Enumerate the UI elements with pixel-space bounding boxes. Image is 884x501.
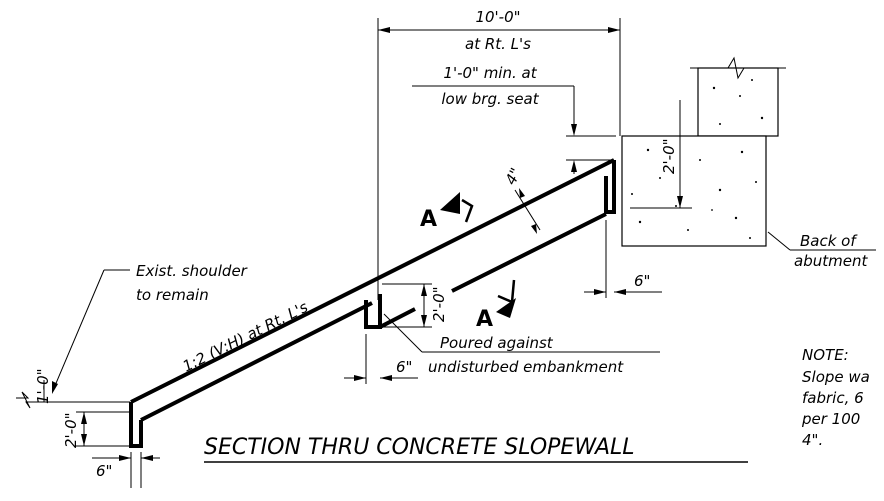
toe-left: [129, 402, 143, 448]
slab-bottom-edge-left: [140, 301, 373, 422]
shoulder-line1: Exist. shoulder: [136, 262, 248, 280]
min-seat-note: low brg. seat: [441, 90, 539, 108]
slopewall-slab: [129, 158, 616, 448]
section-mark-a-lower: A: [476, 307, 493, 332]
back-line1: Back of: [800, 232, 858, 250]
mid-width-text: 6": [396, 358, 412, 376]
section-mark-lower: A: [476, 279, 516, 332]
note-line4: 4".: [802, 431, 823, 449]
dim-mid-toe: 2'-0": [382, 283, 448, 328]
note-line3: per 100: [801, 410, 860, 428]
section-mark-a-upper: A: [420, 207, 437, 232]
concrete-stipple: [631, 79, 764, 239]
dim-min-seat: 1'-0" min. at low brg. seat: [412, 64, 616, 174]
toe-mid: [364, 294, 382, 329]
note-heading: NOTE:: [802, 346, 849, 364]
back-of-abutment-callout: Back of abutment: [767, 231, 876, 270]
note-line2: fabric, 6: [802, 389, 864, 407]
left-break: [16, 391, 40, 409]
shoulder-line2: to remain: [136, 286, 209, 304]
poured-line1: Poured against: [440, 334, 554, 352]
dim-abutment-offset: 2'-0": [630, 100, 692, 209]
top-length-note: at Rt. L's: [465, 35, 531, 53]
toe-right: [604, 160, 616, 214]
right-width-text: 6": [634, 272, 650, 290]
drawing-title: SECTION THRU CONCRETE SLOPEWALL: [204, 435, 748, 463]
poured-line2: undisturbed embankment: [428, 358, 624, 376]
abutment-stem: [697, 67, 779, 137]
poured-against-callout: Poured against undisturbed embankment: [383, 313, 660, 376]
dim-thickness: 4": [502, 165, 541, 234]
thickness-text: 4": [502, 165, 526, 188]
slab-bottom-edge-mid: [379, 307, 416, 329]
break-line: [690, 56, 786, 80]
slab-top-edge: [130, 158, 615, 404]
back-line2: abutment: [794, 252, 868, 270]
dim-top-length: 10'-0" at Rt. L's: [377, 8, 621, 300]
dim-left: 1'-0" 2'-0" 6": [16, 368, 160, 488]
note-line1: Slope wa: [802, 368, 870, 386]
shoulder-callout: Exist. shoulder to remain: [52, 262, 248, 394]
section-mark-upper: A: [420, 192, 474, 232]
mid-toe-depth-text: 2'-0": [430, 286, 448, 322]
top-length-text: 10'-0": [475, 8, 520, 26]
abutment-offset-text: 2'-0": [660, 138, 678, 174]
left-width-text: 6": [96, 462, 112, 480]
note-block: NOTE: Slope wa fabric, 6 per 100 4".: [801, 346, 870, 449]
left-offset-text: 1'-0": [34, 368, 52, 404]
abutment: [621, 56, 786, 247]
left-depth-text: 2'-0": [62, 412, 80, 448]
title-text: SECTION THRU CONCRETE SLOPEWALL: [204, 435, 635, 460]
abutment-footing: [621, 135, 767, 247]
min-seat-text: 1'-0" min. at: [443, 64, 537, 82]
slope-label: 1:2 (V:H) at Rt. L's: [180, 298, 311, 376]
dim-mid-width: 6": [344, 334, 418, 384]
dim-right-width: 6": [584, 220, 662, 298]
slab-bottom-edge-right: [451, 212, 607, 293]
